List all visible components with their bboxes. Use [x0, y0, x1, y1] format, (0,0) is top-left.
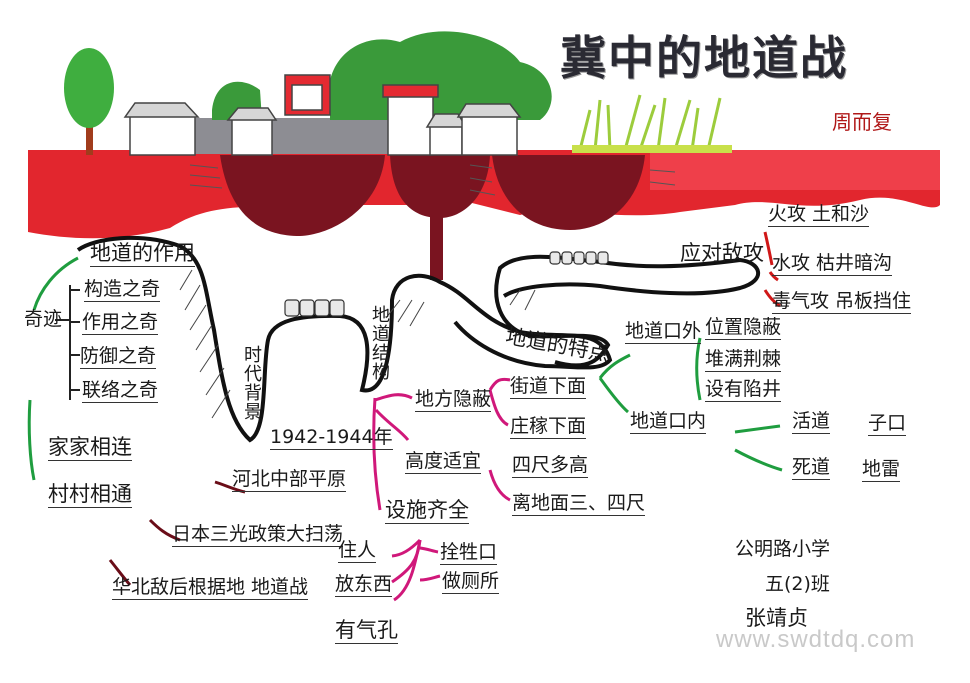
miracle-item-2: 作用之奇	[82, 311, 159, 335]
inside-item-1b: 子口	[868, 412, 907, 436]
barrels	[284, 251, 609, 317]
response-item-1: 火攻 土和沙	[768, 203, 870, 227]
inside-item-1: 活道	[792, 410, 831, 434]
author-name: 周而复	[832, 110, 892, 134]
student-name: 张靖贞	[745, 606, 808, 630]
height-label: 高度适宜	[405, 450, 482, 474]
place-label: 河北中部平原	[232, 468, 347, 492]
outside-item-3: 设有陷井	[705, 378, 782, 402]
outside-item-1: 位置隐蔽	[705, 316, 782, 340]
event-label: 日本三光政策大扫荡	[172, 523, 344, 547]
concealed-item-1: 街道下面	[510, 375, 587, 399]
tunnel-pocket-right	[492, 155, 645, 230]
miracle-item-3: 防御之奇	[80, 345, 157, 369]
height-item-2: 离地面三、四尺	[512, 492, 646, 516]
tunnel-outline	[76, 235, 613, 443]
tunnel-function-label: 地道的作用	[90, 241, 195, 267]
ground-hatching	[189, 164, 676, 196]
tunnel-pocket-middle	[390, 155, 490, 218]
village-wall	[190, 118, 390, 154]
height-item-1: 四尺多高	[512, 454, 589, 478]
facility-right-2: 做厕所	[442, 570, 500, 594]
big-tree-canopy	[328, 31, 552, 120]
inside-item-2b: 地雷	[862, 458, 901, 482]
connect-villages: 村村相通	[48, 482, 132, 508]
response-branches	[763, 231, 781, 308]
facility-right-1: 拴牲口	[440, 541, 498, 565]
background-label: 时代背景	[241, 345, 262, 421]
concealed-label: 地方隐蔽	[415, 388, 492, 412]
outside-label: 地道口外	[625, 320, 702, 344]
years-label: 1942-1944年	[270, 426, 393, 450]
connect-households: 家家相连	[48, 435, 132, 461]
tunnel-pocket-left	[220, 155, 385, 236]
facility-left-1: 住人	[338, 539, 377, 563]
tunnel-hatching	[179, 269, 536, 419]
red-ground-right	[650, 150, 940, 190]
tunnel-shaft	[430, 212, 443, 280]
base-label: 华北敌后根据地 地道战	[112, 576, 309, 600]
page-title: 冀中的地道战	[560, 31, 848, 85]
outside-item-2: 堆满荆棘	[705, 348, 782, 372]
inside-item-2: 死道	[792, 456, 831, 480]
inside-label: 地道口内	[630, 410, 707, 434]
village-houses	[123, 74, 522, 156]
structure-branches	[372, 377, 511, 602]
miracle-item-1: 构造之奇	[84, 278, 161, 302]
grass-strip	[572, 145, 732, 153]
response-item-2: 水攻 枯井暗沟	[772, 252, 893, 276]
tree-crown	[64, 48, 114, 128]
class-name: 五(2)班	[765, 573, 830, 595]
miracle-label: 奇迹	[24, 308, 63, 330]
response-item-3: 毒气攻 吊板挡住	[772, 290, 912, 314]
watermark: www.swdtdq.com	[716, 626, 916, 653]
miracle-item-4: 联络之奇	[82, 379, 159, 403]
green-branches	[27, 256, 783, 481]
concealed-item-2: 庄稼下面	[510, 415, 587, 439]
facilities-label: 设施齐全	[385, 498, 469, 524]
school-name: 公明路小学	[735, 538, 831, 560]
reeds	[578, 94, 722, 151]
facility-left-2: 放东西	[335, 573, 393, 597]
structure-label: 地道结构	[369, 305, 390, 381]
miracle-bracket	[55, 285, 80, 400]
facility-left-3: 有气孔	[335, 618, 398, 644]
response-label: 应对敌攻	[680, 241, 764, 265]
